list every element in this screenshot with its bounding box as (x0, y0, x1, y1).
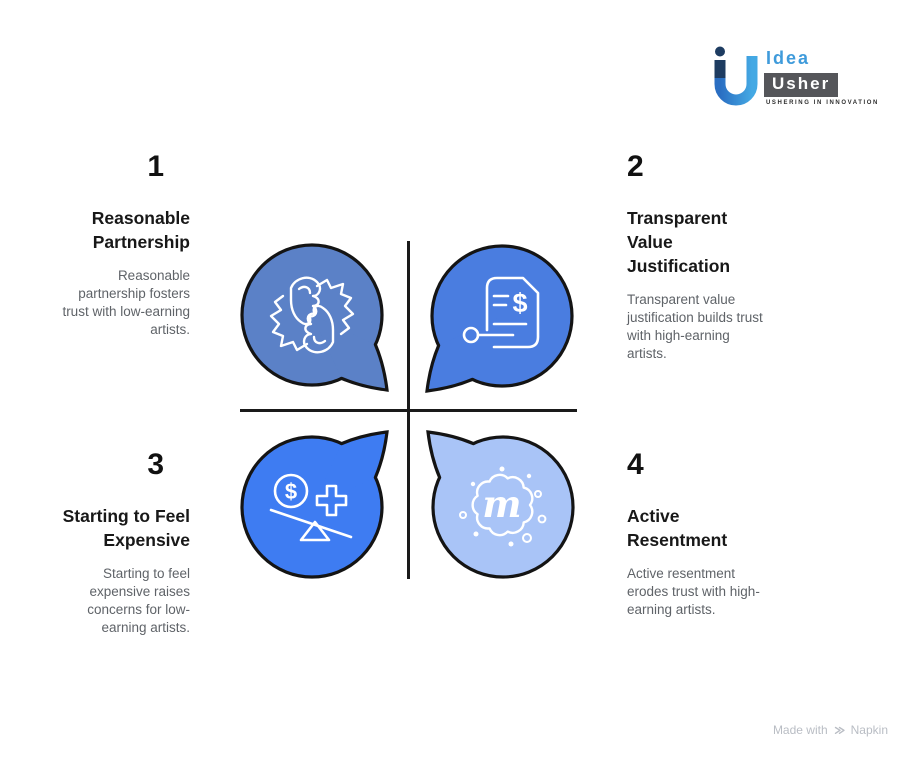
quadrant-2-number: 2 (627, 150, 644, 183)
quadrant-1-description: Reasonable partnership fosters trust wit… (62, 268, 190, 337)
svg-text:m: m (482, 482, 521, 526)
logo-brand-bottom-box: Usher (764, 73, 839, 97)
logo-brand-bottom: Usher (772, 74, 831, 93)
quadrant-2-block: 2 Transparent Value Justification Transp… (627, 150, 767, 363)
quadrant-3-title: Starting to Feel Expensive (62, 506, 190, 550)
horizontal-divider-line (240, 409, 577, 412)
quadrant-2-title: Transparent Value Justification (627, 208, 731, 276)
cost-balance-icon: $ (269, 473, 353, 542)
quadrant-2-description: Transparent value justification builds t… (627, 292, 763, 361)
quadrant-1-title: Reasonable Partnership (91, 208, 190, 252)
watermark-brand: Napkin (850, 723, 888, 737)
speech-bubble-2: $ (425, 244, 574, 393)
svg-text:$: $ (512, 288, 527, 318)
community-m-badge-icon: m (459, 466, 547, 547)
speech-bubble-3: $ (240, 430, 389, 579)
quadrant-4-number: 4 (627, 448, 644, 481)
logo-tagline: USHERING IN INNOVATION (766, 100, 879, 106)
made-with-napkin-watermark: Made with Napkin (773, 723, 888, 737)
quadrant-4-description: Active resentment erodes trust with high… (627, 566, 760, 617)
napkin-logo-icon (834, 726, 845, 734)
quadrant-1-block: 1 Reasonable Partnership Reasonable part… (50, 150, 190, 339)
quadrant-3-number: 3 (147, 448, 164, 481)
quadrant-3-block: 3 Starting to Feel Expensive Starting to… (50, 448, 190, 637)
fist-bump-icon (269, 276, 355, 354)
quadrant-4-block: 4 Active Resentment Active resentment er… (627, 448, 767, 619)
idea-usher-logo: Idea Usher USHERING IN INNOVATION (706, 44, 877, 112)
svg-text:$: $ (285, 479, 297, 504)
speech-bubble-1 (240, 243, 389, 392)
quadrant-1-number: 1 (147, 150, 164, 183)
watermark-prefix: Made with (772, 723, 828, 737)
logo-brand-top: Idea (766, 48, 811, 68)
price-document-icon: $ (462, 276, 540, 349)
speech-bubble-4: m (426, 430, 575, 579)
quadrant-3-description: Starting to feel expensive raises concer… (87, 566, 190, 635)
quadrant-4-title: Active Resentment (627, 506, 728, 550)
idea-usher-logo-mark-icon (714, 46, 758, 106)
